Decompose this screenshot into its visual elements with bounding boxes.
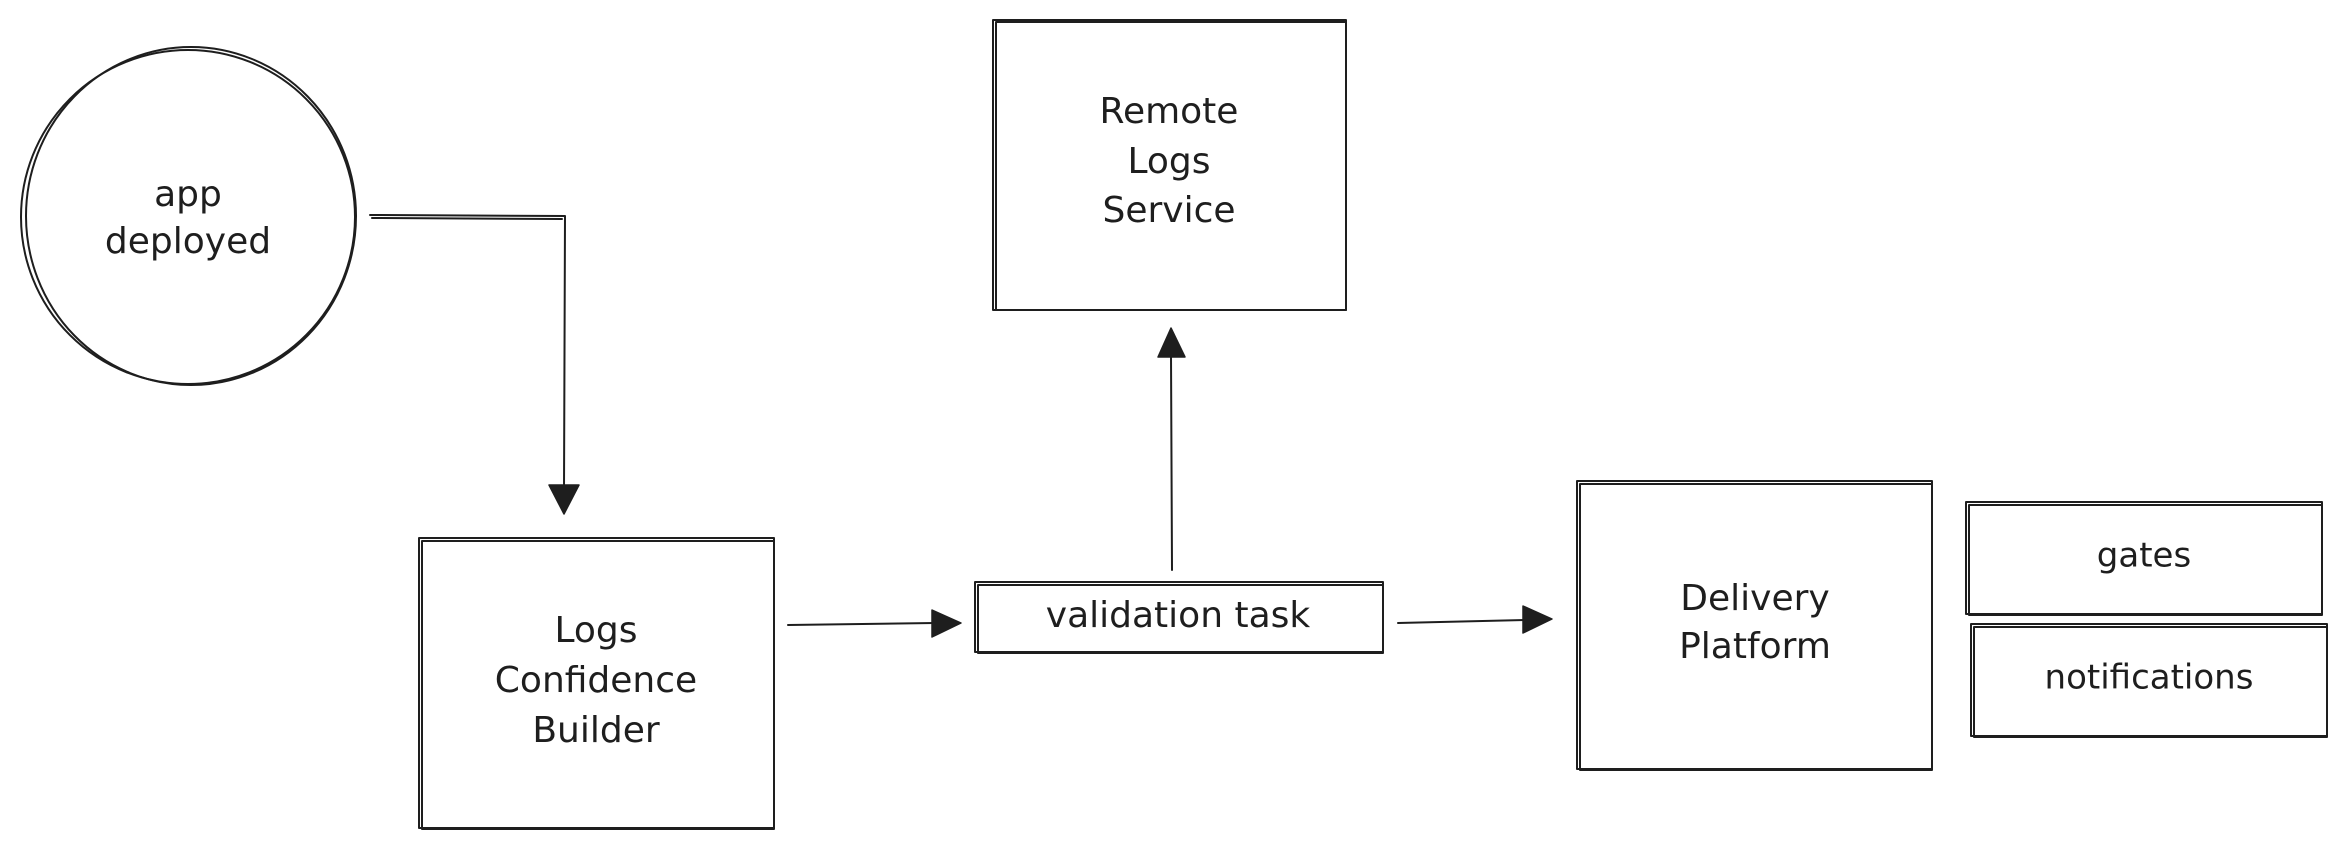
arrow-head-right-icon (1522, 605, 1553, 634)
delivery-label-line-2: Platform (1679, 626, 1831, 667)
connector-app-to-builder (369, 214, 580, 515)
remote-label-line-2: Logs (1127, 141, 1210, 182)
app-deployed-label-line-2: deployed (105, 221, 271, 262)
remote-label-line-1: Remote (1100, 91, 1239, 132)
validation-task-node[interactable]: validation task (974, 581, 1384, 654)
arrow-head-right-icon (931, 609, 962, 638)
validation-task-label: validation task (1046, 595, 1311, 636)
connector-validation-to-delivery (1397, 605, 1553, 634)
gates-label: gates (2097, 536, 2191, 576)
connector-validation-to-remote (1157, 327, 1186, 571)
logs-confidence-builder-node[interactable]: Logs Confidence Builder (418, 537, 775, 830)
arrow-head-up-icon (1157, 327, 1186, 358)
builder-label-line-3: Builder (532, 710, 660, 751)
delivery-platform-node[interactable]: Delivery Platform (1576, 480, 1933, 771)
delivery-label-line-1: Delivery (1680, 578, 1829, 619)
app-deployed-label-line-1: app (154, 174, 222, 215)
builder-label-line-1: Logs (554, 610, 637, 651)
arrow-head-down-icon (548, 484, 580, 515)
builder-label-line-2: Confidence (495, 660, 697, 701)
gates-node[interactable]: gates (1965, 501, 2323, 616)
notifications-node[interactable]: notifications (1970, 623, 2328, 738)
notifications-label: notifications (2045, 658, 2254, 698)
connector-builder-to-validation (787, 609, 962, 638)
remote-label-line-3: Service (1102, 190, 1235, 231)
remote-logs-service-node[interactable]: Remote Logs Service (992, 19, 1347, 311)
app-deployed-node[interactable]: app deployed (20, 46, 357, 386)
